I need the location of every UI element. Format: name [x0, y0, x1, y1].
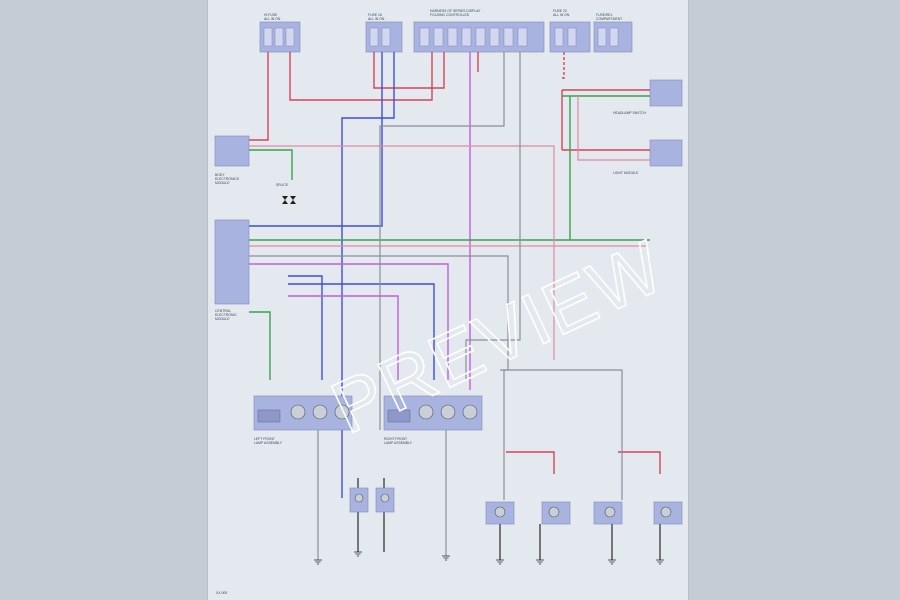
svg-text:ELECTRONIC: ELECTRONIC [215, 313, 237, 317]
page-code: XX-000 [216, 591, 227, 595]
svg-text:HI FUSE: HI FUSE [264, 13, 278, 17]
svg-text:BODY: BODY [215, 173, 225, 177]
svg-text:MODULE: MODULE [215, 317, 230, 321]
preview-watermark: PREVIEW [319, 224, 676, 449]
svg-text:LIGHT MODULE: LIGHT MODULE [613, 171, 639, 175]
small-lamp-2 [375, 487, 395, 513]
svg-text:SPLICE: SPLICE [276, 183, 289, 187]
lamp-bulb-icon [312, 404, 328, 420]
splice-icon: SPLICE [276, 183, 296, 204]
wires-red [249, 52, 661, 474]
svg-text:MODULE: MODULE [215, 181, 230, 185]
wires-gray [249, 52, 623, 560]
svg-text:FUSE 20: FUSE 20 [553, 9, 567, 13]
lamp-bulb-icon [418, 404, 434, 420]
svg-text:ALL IN ON: ALL IN ON [368, 17, 385, 21]
svg-text:FUSE 16: FUSE 16 [368, 13, 382, 17]
lamp-bulb-icon [462, 404, 478, 420]
side-lamp-3 [593, 501, 623, 525]
lamp-bulb-icon [334, 404, 350, 420]
svg-text:FOLDING CONTROLLED: FOLDING CONTROLLED [430, 13, 470, 17]
side-lamp-1 [485, 501, 515, 525]
svg-text:COMPARTMENT: COMPARTMENT [596, 17, 622, 21]
svg-text:FUSE/REL: FUSE/REL [596, 13, 613, 17]
right-module-upper: HEADLAMP SWITCH [613, 79, 683, 115]
side-lamp-4 [653, 501, 683, 525]
wires-violet [249, 52, 471, 390]
ground-icon [314, 551, 664, 565]
lamp-bulb-icon [290, 404, 306, 420]
small-lamp-1 [349, 487, 369, 513]
svg-text:LAMP ASSEMBLY: LAMP ASSEMBLY [254, 441, 283, 445]
svg-text:RIGHT FRONT: RIGHT FRONT [384, 437, 407, 441]
wires-blue [249, 52, 435, 498]
right-module-lower: LIGHT MODULE [613, 139, 683, 175]
svg-text:HEADLAMP SWITCH: HEADLAMP SWITCH [613, 111, 646, 115]
svg-text:ALL IN ON: ALL IN ON [553, 13, 570, 17]
wires-green [249, 95, 650, 380]
lamp-bulb-icon [440, 404, 456, 420]
svg-text:HARNESS OF SERIES DISPLAY: HARNESS OF SERIES DISPLAY [430, 9, 481, 13]
svg-text:CENTRAL: CENTRAL [215, 309, 231, 313]
svg-text:LEFT FRONT: LEFT FRONT [254, 437, 275, 441]
svg-text:ALL IN ON: ALL IN ON [264, 17, 281, 21]
side-lamp-2 [541, 501, 571, 525]
svg-text:LAMP ASSEMBLY: LAMP ASSEMBLY [384, 441, 413, 445]
svg-text:ELECTRONICS: ELECTRONICS [215, 177, 240, 181]
wires-black [357, 478, 661, 560]
wires-pink [249, 96, 650, 360]
